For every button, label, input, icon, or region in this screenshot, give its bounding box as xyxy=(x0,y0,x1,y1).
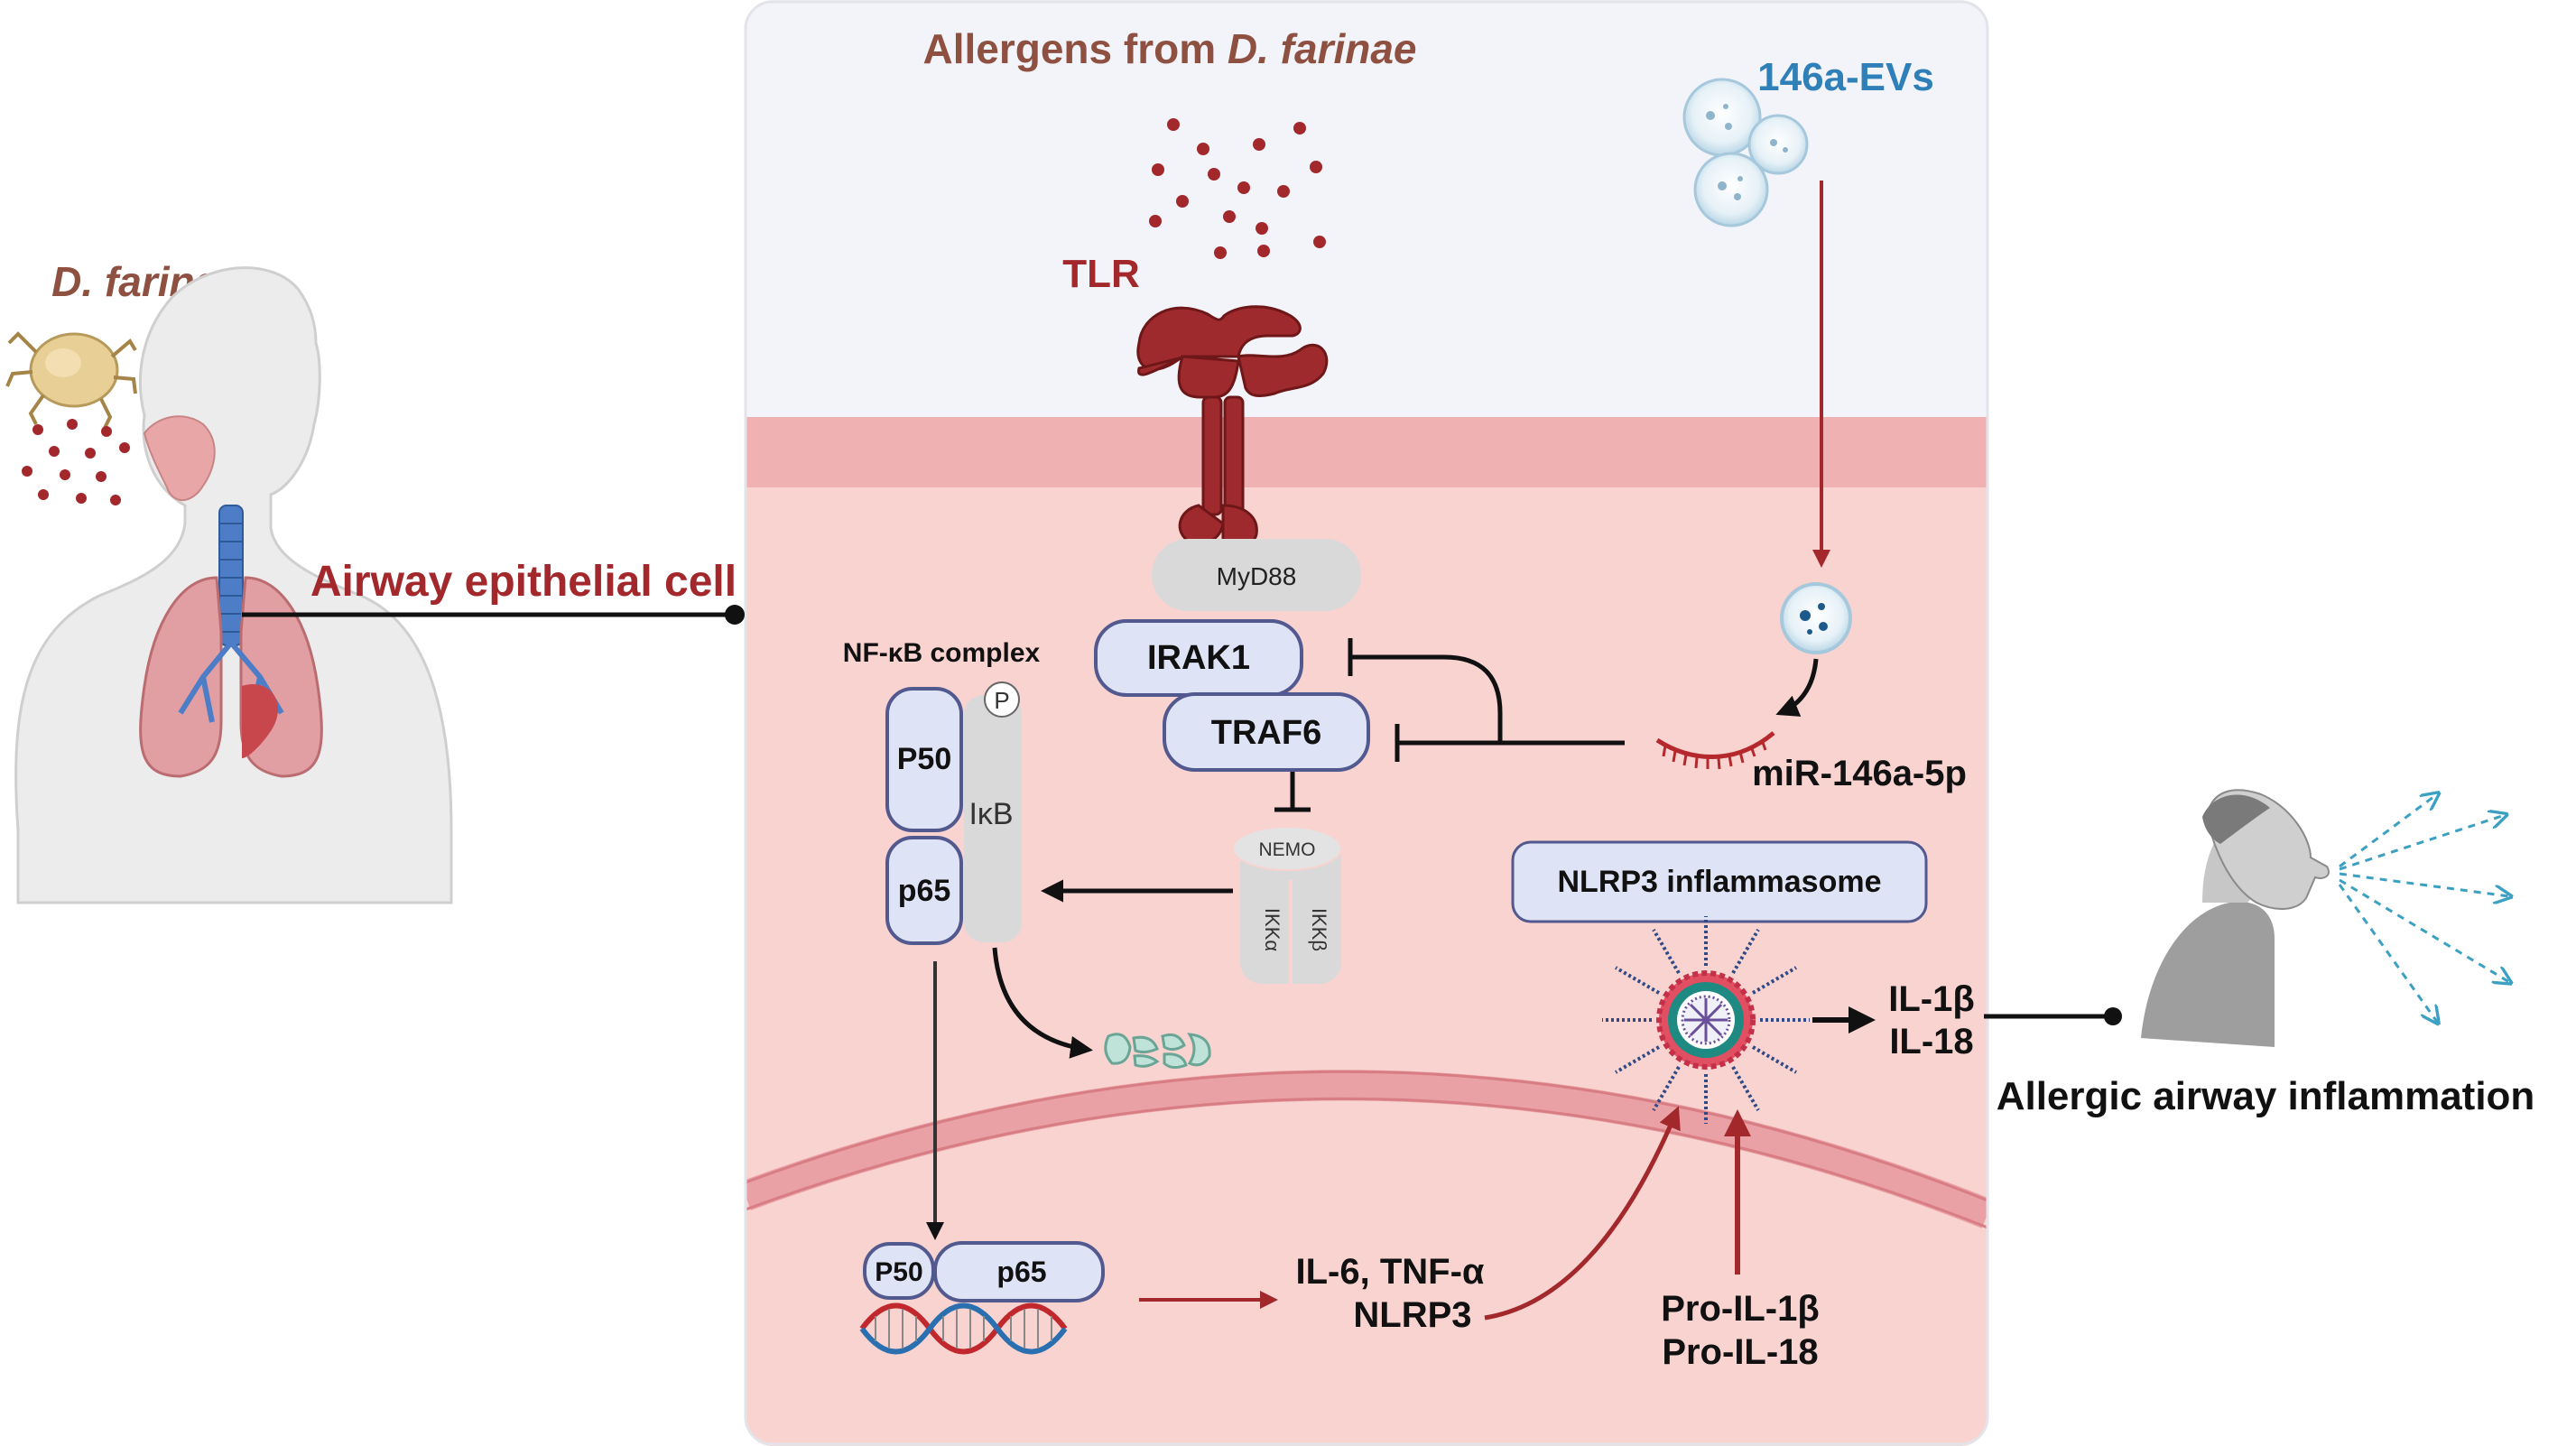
pro-cytokine-line2: Pro-IL-18 xyxy=(1662,1332,1818,1372)
cell-panel xyxy=(744,0,1989,1446)
mirna-release-arrow xyxy=(1775,658,1819,717)
dna-helix-icon xyxy=(859,1302,1068,1355)
ikb-degradation-arrow xyxy=(992,947,1093,1059)
outcome-label: Allergic airway inflammation xyxy=(1997,1074,2535,1118)
extracellular-space xyxy=(746,0,1988,424)
nuclear-p50-label: P50 xyxy=(875,1257,922,1287)
nfkb-complex-label: NF-κB complex xyxy=(843,638,1041,668)
nuclear-p50-protein xyxy=(863,1242,935,1300)
ikb-protein xyxy=(964,695,1022,942)
inhaled-allergen-particles xyxy=(22,419,130,505)
nlrp3-assembly-arrow xyxy=(1484,1106,1681,1321)
nuclear-envelope xyxy=(746,1070,1988,1228)
inflammasome-box xyxy=(1511,840,1928,923)
sneezing-person-icon xyxy=(2141,789,2330,1047)
cell-membrane xyxy=(746,417,1988,489)
airway-epithelial-label: Airway epithelial cell xyxy=(310,558,737,606)
ikb-label: IκB xyxy=(968,797,1013,831)
myd88-label: MyD88 xyxy=(1217,562,1297,590)
ikka-label: IKKα xyxy=(1261,908,1283,951)
traf6-protein xyxy=(1163,692,1370,772)
gene-products-line2: NLRP3 xyxy=(1353,1295,1471,1335)
mite-icon xyxy=(5,331,137,429)
mirna-label: miR-146a-5p xyxy=(1752,754,1967,793)
sneeze-spray xyxy=(2338,794,2509,1022)
nuclear-p65-label: p65 xyxy=(996,1256,1046,1288)
myd88-protein xyxy=(1152,539,1361,611)
human-respiratory-icon xyxy=(14,266,453,904)
gene-products-line1: IL-6, TNF-α xyxy=(1295,1252,1484,1292)
traf6-nemo-link xyxy=(1274,772,1311,812)
extracellular-vesicle-icon xyxy=(1682,78,1809,227)
mirna-inhibition xyxy=(1348,638,1625,762)
p65-label: p65 xyxy=(898,874,951,908)
p65-protein xyxy=(885,836,963,945)
inflammasome-label: NLRP3 inflammasome xyxy=(1558,865,1882,899)
irak1-label: IRAK1 xyxy=(1147,639,1250,677)
nemo-label: NEMO xyxy=(1259,839,1316,860)
il1b-label: IL-1β xyxy=(1888,979,1975,1019)
inflammasome-icon xyxy=(1602,916,1810,1124)
tlr-receptor-icon xyxy=(1136,305,1329,548)
traf6-label: TRAF6 xyxy=(1211,714,1321,752)
phospho-group xyxy=(984,681,1020,718)
allergen-particles xyxy=(1149,118,1326,259)
p50-label: P50 xyxy=(897,742,952,776)
vesicles-label: 146a-EVs xyxy=(1757,55,1934,99)
p50-protein xyxy=(885,687,963,832)
ikkb-label: IKKβ xyxy=(1308,908,1330,951)
internalized-vesicle-icon xyxy=(1780,582,1852,654)
degraded-ikb-icon xyxy=(1104,1033,1211,1070)
tlr-label: TLR xyxy=(1062,252,1140,296)
pro-cytokine-line1: Pro-IL-1β xyxy=(1661,1289,1820,1329)
ikk-complex xyxy=(1232,826,1342,984)
phospho-label: P xyxy=(994,687,1009,714)
il18-label: IL-18 xyxy=(1889,1022,1973,1061)
allergens-title: Allergens from D. farinae xyxy=(922,25,1416,72)
mirna-strand-icon xyxy=(1655,731,1775,770)
